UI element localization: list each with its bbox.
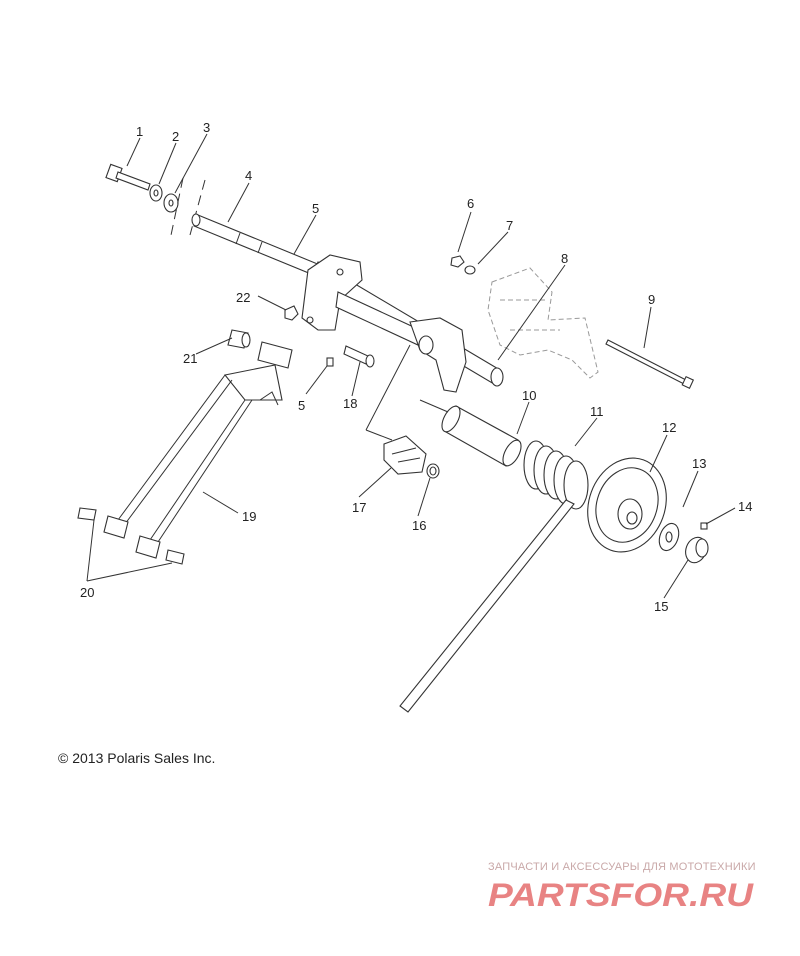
- long-bolt-part: [605, 339, 695, 389]
- callout-16: 16: [412, 518, 426, 533]
- shaft-part: [191, 213, 321, 277]
- washer-small-part: [149, 184, 163, 202]
- callout-11: 11: [590, 404, 604, 419]
- callout-2: 2: [172, 129, 179, 144]
- bumper-block-part: [383, 435, 427, 475]
- nut-22-part: [284, 305, 299, 321]
- callout-20: 20: [80, 585, 94, 600]
- callout-12: 12: [662, 420, 676, 435]
- callout-14: 14: [738, 499, 752, 514]
- washer-large-part: [163, 193, 179, 213]
- callout-22: 22: [236, 290, 250, 305]
- bolt-part: [105, 163, 151, 191]
- adjuster-cam-part: [587, 457, 667, 553]
- ghost-rail-bracket: [487, 267, 599, 379]
- callout-19: 19: [242, 509, 256, 524]
- callout-13: 13: [692, 456, 706, 471]
- leader-lines: [86, 133, 736, 599]
- cross-shaft-part: [301, 254, 504, 393]
- callout-labels: 1 2 3 4 5 5 6 7 8 9 10 11 12 13 14 15 16…: [80, 120, 752, 614]
- torsion-spring-part: [399, 440, 589, 713]
- copyright-text: © 2013 Polaris Sales Inc.: [58, 750, 216, 766]
- watermark-logo-text: PARTSFOR.RU: [488, 877, 754, 913]
- callout-6: 6: [467, 196, 474, 211]
- callout-18: 18: [343, 396, 357, 411]
- bushings-20-part: [77, 507, 185, 565]
- callout-4: 4: [245, 168, 252, 183]
- callout-3: 3: [203, 120, 210, 135]
- callout-5-shaft: 5: [312, 201, 319, 216]
- set-screw-part: [700, 522, 708, 530]
- callout-10: 10: [522, 388, 536, 403]
- washer-nut-part: [464, 265, 476, 275]
- callout-17: 17: [352, 500, 366, 515]
- callout-21: 21: [183, 351, 197, 366]
- nut-part: [450, 255, 465, 268]
- watermark-caption: ЗАПЧАСТИ И АКСЕССУАРЫ ДЛЯ МОТОТЕХНИКИ: [488, 861, 756, 873]
- callout-7: 7: [506, 218, 513, 233]
- callout-9: 9: [648, 292, 655, 307]
- callout-1: 1: [136, 124, 143, 139]
- bushing-21-part: [227, 329, 251, 349]
- thrust-washer-part: [658, 522, 680, 552]
- watermark-logo: PARTSFOR.RU: [488, 877, 754, 913]
- collar-part: [685, 536, 709, 564]
- callout-5-fitting: 5: [298, 398, 305, 413]
- callout-8: 8: [561, 251, 568, 266]
- spacer-tube-part: [441, 405, 522, 467]
- arm-link-part: [117, 341, 293, 543]
- washer-16-part: [426, 463, 440, 479]
- grease-fitting-part: [326, 357, 334, 367]
- callout-15: 15: [654, 599, 668, 614]
- pin-part: [343, 345, 375, 368]
